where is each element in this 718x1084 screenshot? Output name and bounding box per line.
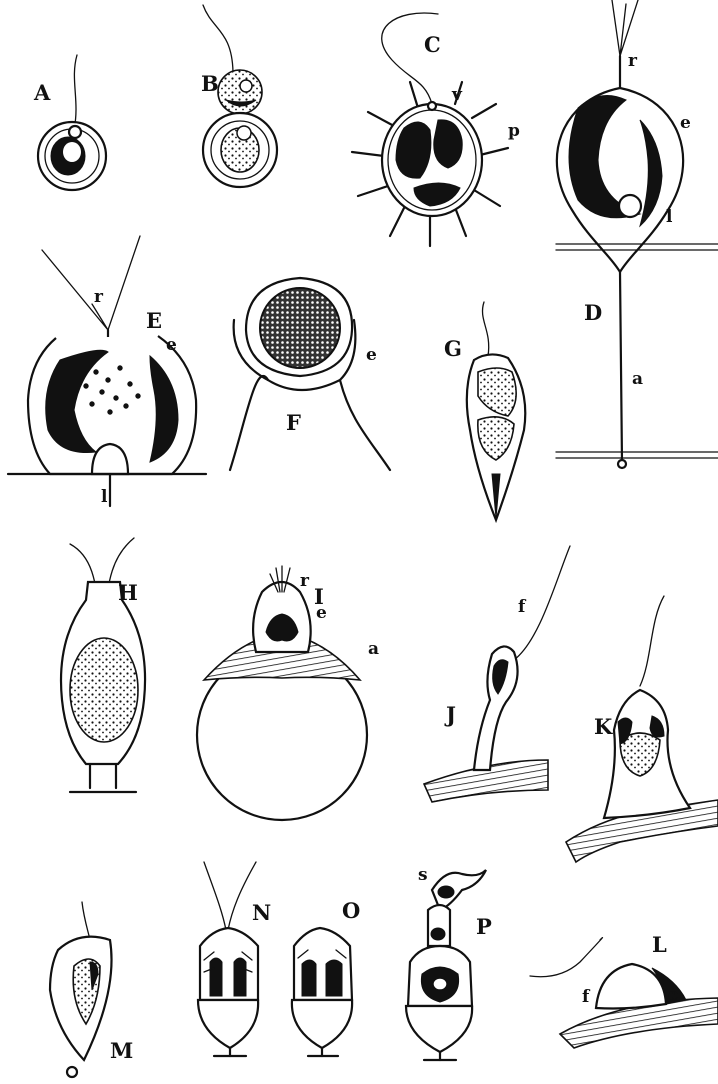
figure-label-h: H	[118, 580, 138, 605]
figure-k: K	[566, 596, 718, 862]
figure-label-b: B	[201, 71, 219, 96]
figure-label-k: K	[594, 714, 613, 739]
sublabel-e-r: r	[94, 287, 104, 307]
sublabel-i-a: a	[368, 639, 379, 659]
figure-label-c: C	[424, 32, 441, 57]
figure-p: P s	[406, 865, 492, 1060]
figure-label-n: N	[252, 900, 271, 925]
sublabel-d-r: r	[628, 51, 638, 71]
sublabel-d-e: e	[680, 113, 691, 133]
figure-label-f: F	[286, 410, 301, 435]
figure-label-a: A	[33, 80, 51, 105]
figure-a: A	[33, 55, 106, 190]
figure-n: N	[198, 862, 271, 1056]
sublabel-c-p: p	[508, 121, 520, 141]
figure-g: G	[444, 302, 525, 520]
figure-label-e: E	[146, 308, 162, 333]
sublabel-j-f: f	[518, 597, 527, 617]
sublabel-i-r: r	[300, 571, 310, 591]
figure-label-m: M	[110, 1038, 133, 1063]
sublabel-e-l: l	[101, 487, 108, 507]
sublabel-p-s: s	[418, 865, 428, 885]
figure-l: L f e	[530, 932, 718, 1048]
figure-label-p: P	[476, 914, 492, 939]
sublabel-f-e: e	[366, 345, 377, 365]
figure-o: O	[292, 898, 360, 1056]
figure-j: J f	[424, 546, 570, 802]
figure-label-o: O	[342, 898, 360, 923]
sublabel-i-e: e	[316, 603, 327, 623]
sublabel-e-e: e	[166, 335, 177, 355]
figure-d: D r e l a	[556, 0, 718, 468]
sublabel-l-f: f	[582, 987, 591, 1007]
sublabel-d-a: a	[632, 369, 643, 389]
sublabel-l-e: e	[668, 985, 679, 1005]
figure-label-g: G	[444, 336, 462, 361]
figure-i: I r e a	[197, 566, 379, 820]
figure-label-l: L	[652, 932, 667, 957]
figure-c: C v p	[352, 13, 520, 246]
sublabel-c-v: v	[451, 85, 463, 105]
figure-label-d: D	[584, 300, 602, 325]
figure-m: M	[50, 902, 133, 1077]
figure-label-j: J	[444, 702, 456, 727]
sublabel-d-l: l	[666, 207, 673, 227]
figure-h: H	[61, 538, 145, 792]
figure-e: E r e l	[8, 236, 206, 507]
figure-f: F e	[230, 278, 390, 470]
figure-b: B	[201, 5, 277, 187]
